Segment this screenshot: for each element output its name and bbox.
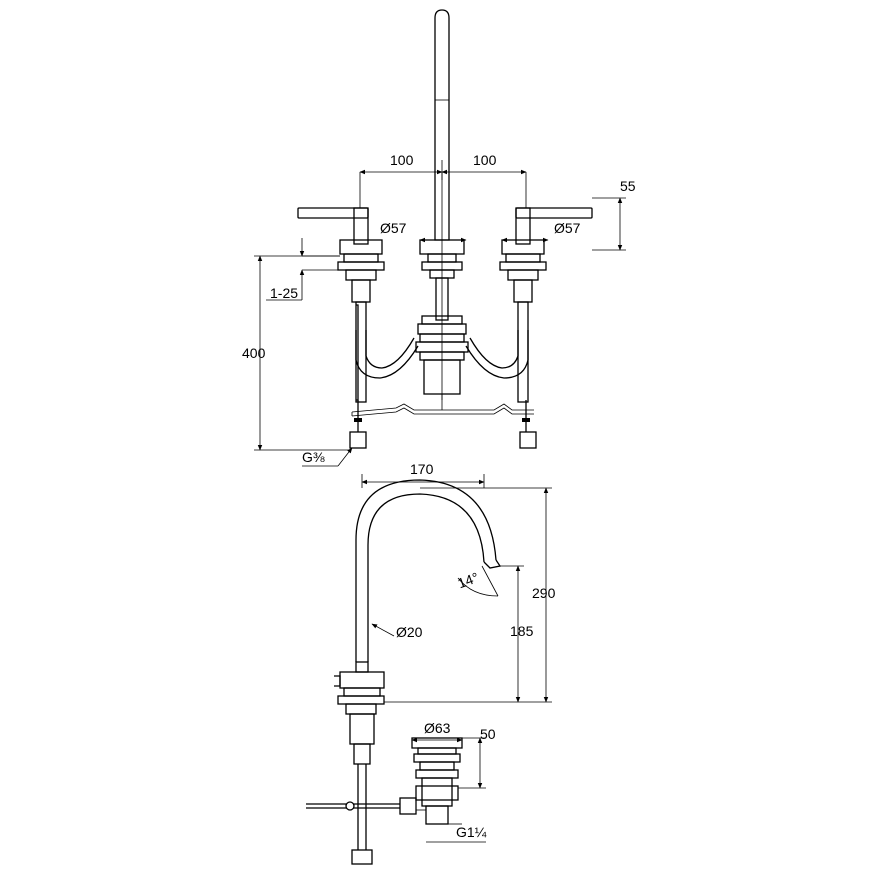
reach-label: 170 <box>410 461 434 477</box>
waste-diameter-dimension: Ø63 <box>411 720 463 743</box>
waste-assembly <box>411 737 463 825</box>
spout-height-label: 290 <box>532 585 556 601</box>
waste-height-label: 50 <box>480 726 496 742</box>
front-view: 100 100 55 Ø57 Ø57 1-25 <box>242 9 636 467</box>
outlet-height-label: 185 <box>510 623 534 639</box>
spout-diameter-callout: Ø20 <box>371 623 423 640</box>
deck-thickness-dimension: 1-25 <box>266 238 340 301</box>
supply-connectors <box>349 400 537 449</box>
spout-diameter-label: Ø20 <box>396 624 423 640</box>
rosette-dimensions: Ø57 Ø57 <box>380 220 581 243</box>
waste-thread-label: G1¼ <box>456 824 487 840</box>
right-lever-handle <box>499 207 593 403</box>
left-lever-handle <box>297 207 385 403</box>
deck-thickness-label: 1-25 <box>270 285 298 301</box>
popup-rod <box>306 797 417 815</box>
waste-thread-callout: G1¼ <box>426 823 487 843</box>
waste-diameter-label: Ø63 <box>424 720 451 736</box>
connection-callout: G⅜ <box>302 447 353 467</box>
side-view: 170 290 185 14° Ø20 Ø63 <box>306 461 556 865</box>
gooseneck-spout <box>355 479 502 673</box>
reach-dimension: 170 <box>361 461 485 488</box>
left-spacing-label: 100 <box>390 152 414 168</box>
lever-height-label: 55 <box>620 178 636 194</box>
spacing-dimensions: 100 100 <box>359 152 527 208</box>
angle-label: 14° <box>455 569 480 591</box>
waste-height-dimension: 50 <box>458 726 496 789</box>
connection-label: G⅜ <box>302 449 325 465</box>
lever-height-dimension: 55 <box>592 178 636 251</box>
connecting-hoses <box>355 330 529 379</box>
total-height-dimension: 400 <box>242 255 350 451</box>
tie-bar <box>351 403 534 417</box>
spout-body <box>334 671 385 865</box>
spout-height-dimension: 290 <box>384 487 556 703</box>
angle-dimension: 14° <box>455 565 499 597</box>
right-rosette-label: Ø57 <box>554 220 581 236</box>
right-spacing-label: 100 <box>473 152 497 168</box>
left-rosette-label: Ø57 <box>380 220 407 236</box>
outlet-height-dimension: 185 <box>500 565 534 703</box>
total-height-label: 400 <box>242 345 266 361</box>
